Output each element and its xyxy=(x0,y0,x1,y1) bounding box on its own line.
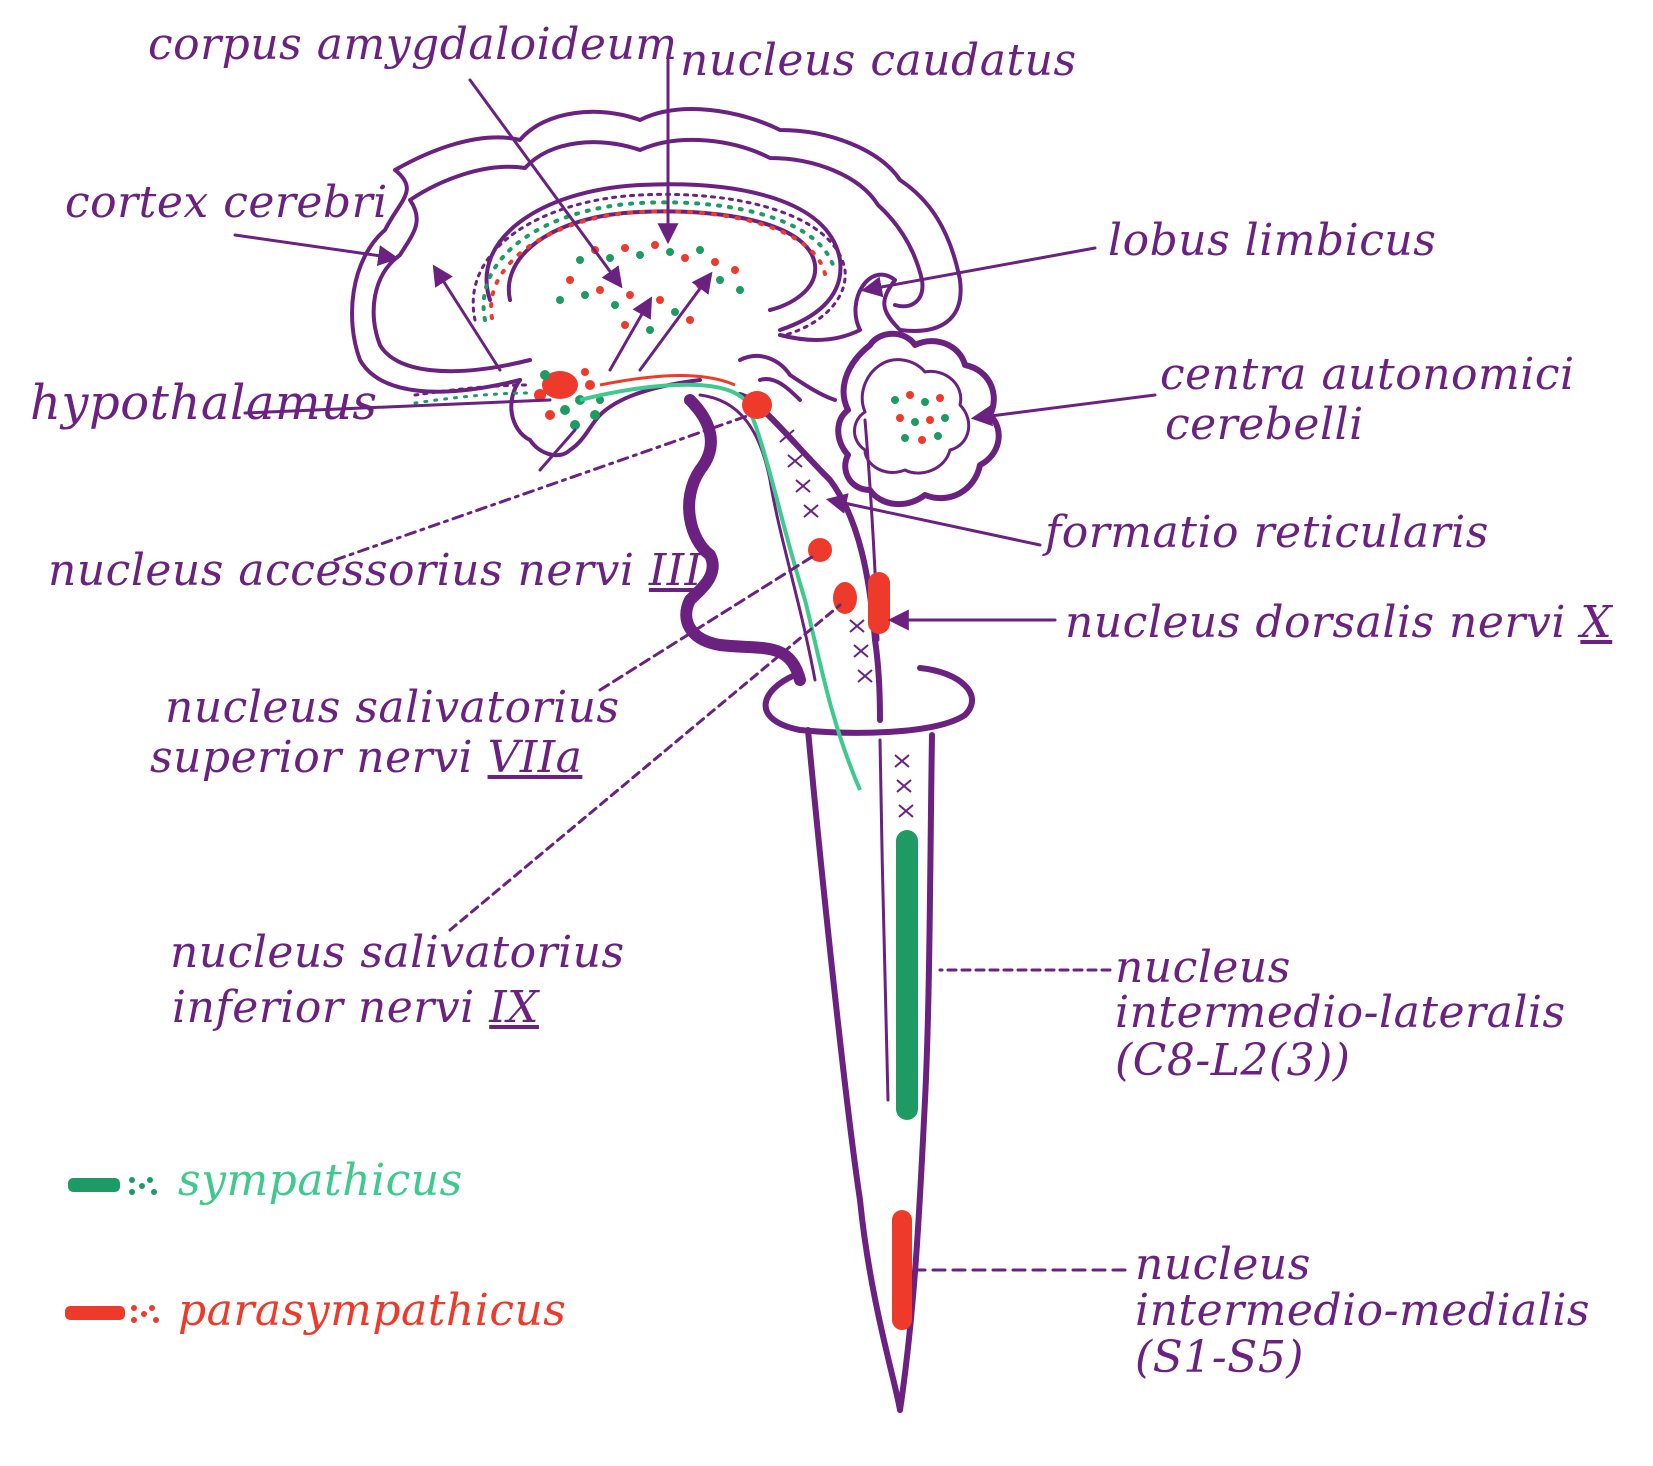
parasympathetic-tract xyxy=(599,374,736,387)
label-intermedio-medialis-2: intermedio-medialis xyxy=(1135,1285,1590,1336)
label-lobus-limbicus: lobus limbicus xyxy=(1108,215,1437,266)
label-cerebelli: cerebelli xyxy=(1165,399,1364,450)
label-intermedio-lateralis-3: (C8-L2(3)) xyxy=(1115,1035,1351,1086)
label-salivatorius-superior-2: superior nervi VIIa xyxy=(150,732,583,783)
nucleus-intermediolateralis-mark xyxy=(896,830,918,1120)
label-nucleus-dorsalis-text: nucleus dorsalis nervi xyxy=(1065,597,1566,648)
label-hypothalamus: hypothalamus xyxy=(30,375,378,431)
label-salivatorius-superior-text: superior nervi xyxy=(150,732,474,783)
hypothalamus-cluster xyxy=(534,368,604,430)
label-formatio-reticularis: formatio reticularis xyxy=(1045,507,1489,558)
label-salivatorius-inferior-num: IX xyxy=(489,982,539,1033)
cerebellar-autonomic-dots xyxy=(891,391,949,444)
label-intermedio-medialis-1: nucleus xyxy=(1135,1239,1311,1290)
label-centra-autonomici: centra autonomici xyxy=(1160,349,1575,400)
label-salivatorius-inferior-1: nucleus salivatorius xyxy=(170,927,625,978)
legend-sympathetic-swatch xyxy=(68,1178,120,1192)
limbic-dotted-band xyxy=(413,192,847,405)
label-salivatorius-superior-num: VIIa xyxy=(487,732,583,783)
nucleus-intermediomedialis-mark xyxy=(892,1210,912,1330)
label-nucleus-caudatus: nucleus caudatus xyxy=(680,35,1077,86)
legend-swatches xyxy=(65,1177,159,1323)
label-intermedio-lateralis-2: intermedio-lateralis xyxy=(1115,987,1566,1038)
label-cortex-cerebri: cortex cerebri xyxy=(65,177,388,228)
nucleus-salivatorius-inferior-mark xyxy=(833,582,857,614)
label-nucleus-accessorius-text: nucleus accessorius nervi xyxy=(48,545,635,596)
cerebellum-outline xyxy=(835,330,1002,508)
legend-sympathicus-label: sympathicus xyxy=(178,1155,463,1206)
legend-parasympathicus-label: parasympathicus xyxy=(178,1285,567,1336)
label-intermedio-lateralis-1: nucleus xyxy=(1115,942,1291,993)
label-salivatorius-inferior-text: inferior nervi xyxy=(172,982,475,1033)
legend-parasympathetic-swatch xyxy=(65,1306,125,1320)
label-nucleus-accessorius: nucleus accessorius nervi III xyxy=(48,545,703,596)
sympathetic-tract xyxy=(579,382,862,791)
nucleus-dorsalis-X-mark xyxy=(868,572,890,634)
central-nuclei-dots xyxy=(556,241,744,334)
label-corpus-amygdaloideum: corpus amygdaloideum xyxy=(148,19,678,70)
nucleus-accessorius-III-mark xyxy=(742,391,772,419)
reticular-formation-crosshatch xyxy=(779,429,914,818)
label-intermedio-medialis-3: (S1-S5) xyxy=(1135,1332,1304,1383)
pointer-lines xyxy=(233,58,1157,1272)
label-salivatorius-superior-1: nucleus salivatorius xyxy=(165,682,620,733)
label-nucleus-dorsalis-num: X xyxy=(1580,597,1613,648)
label-salivatorius-inferior-2: inferior nervi IX xyxy=(172,982,539,1033)
label-nucleus-accessorius-num: III xyxy=(648,545,703,596)
nucleus-salivatorius-superior-mark xyxy=(808,538,832,562)
label-nucleus-dorsalis: nucleus dorsalis nervi X xyxy=(1065,597,1613,648)
